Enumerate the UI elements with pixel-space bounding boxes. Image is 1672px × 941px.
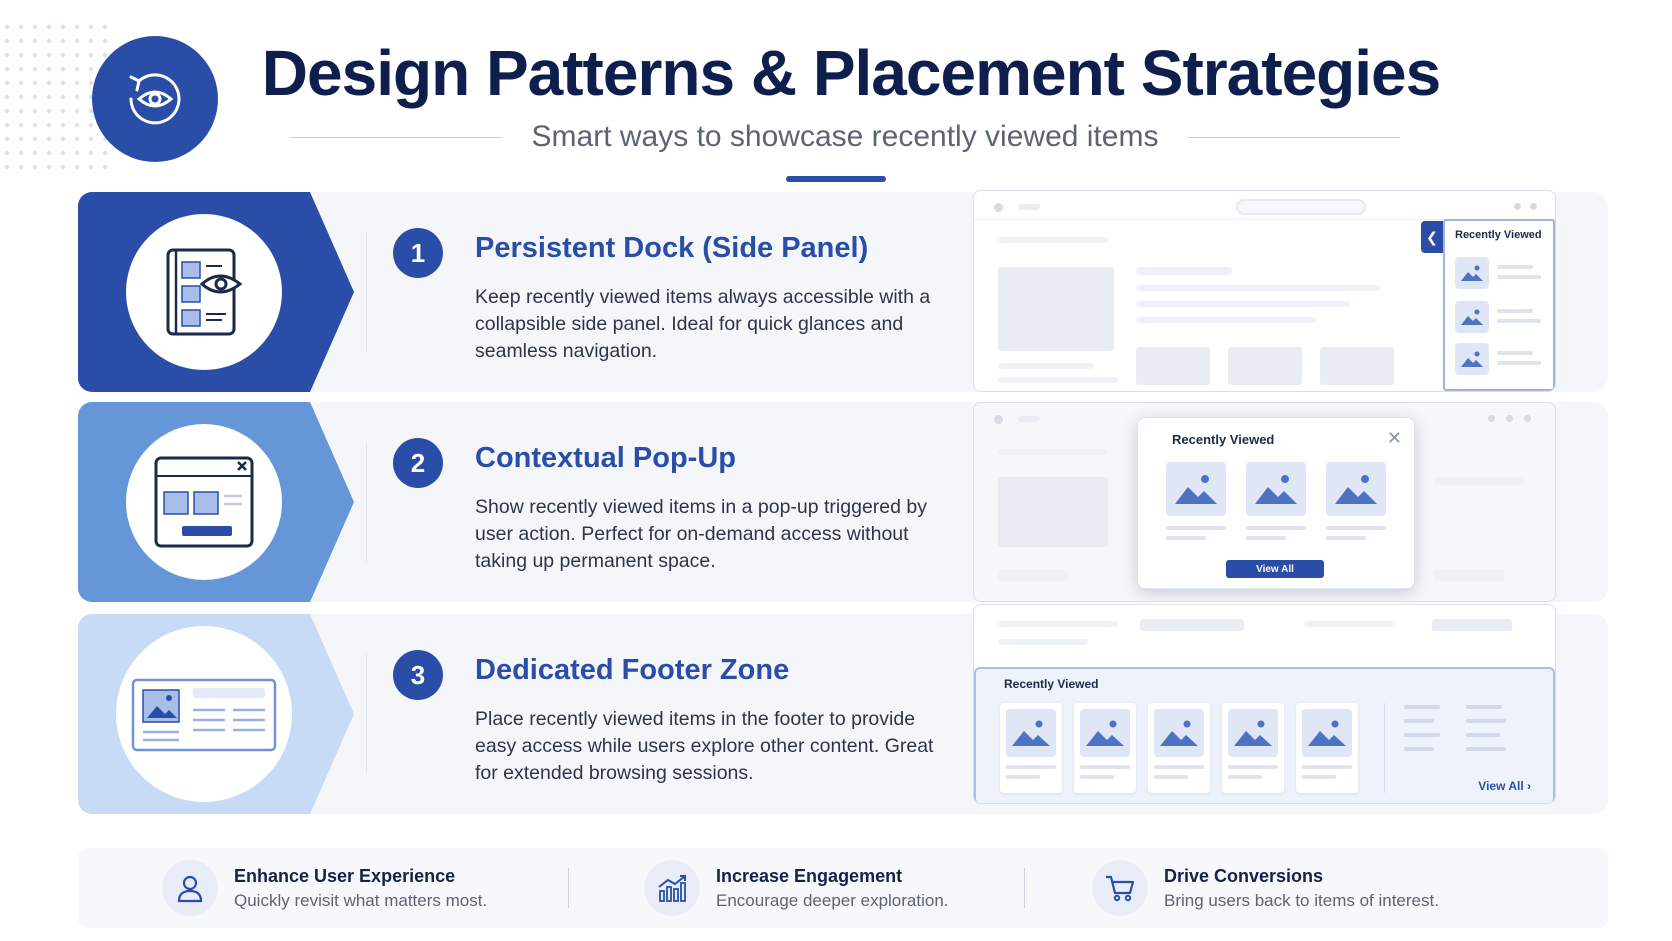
image-icon xyxy=(1455,257,1489,289)
chart-growth-icon xyxy=(644,860,700,916)
recently-viewed-popup: Recently Viewed ✕ View All xyxy=(1137,417,1415,589)
image-icon xyxy=(1455,343,1489,375)
item-card[interactable] xyxy=(1148,703,1210,793)
benefit-title: Enhance User Experience xyxy=(234,865,456,886)
footer-zone-label: Recently Viewed xyxy=(1004,677,1099,691)
subtitle-row: Smart ways to showcase recently viewed i… xyxy=(290,120,1400,154)
footer-zone-mockup: Recently Viewed xyxy=(973,604,1556,804)
benefit-item: Drive Conversions Bring users back to it… xyxy=(1092,858,1439,918)
page-subtitle: Smart ways to showcase recently viewed i… xyxy=(531,120,1159,153)
shopping-cart-icon xyxy=(1092,860,1148,916)
side-panel-label: Recently Viewed xyxy=(1455,229,1542,241)
item-card[interactable] xyxy=(1222,703,1284,793)
popup-mockup: Recently Viewed ✕ View All xyxy=(973,402,1556,602)
pattern-row-2: 2 Contextual Pop-Up Show recently viewed… xyxy=(78,402,1608,602)
close-icon[interactable]: ✕ xyxy=(1386,428,1402,448)
benefit-item: Enhance User Experience Quickly revisit … xyxy=(162,858,487,918)
page-title: Design Patterns & Placement Strategies xyxy=(261,37,1441,109)
pattern-number: 2 xyxy=(393,438,443,488)
item-card[interactable] xyxy=(1000,703,1062,793)
eye-refresh-icon xyxy=(92,36,218,162)
title-accent-bar xyxy=(786,176,886,182)
image-icon xyxy=(1246,462,1306,516)
pattern-description: Place recently viewed items in the foote… xyxy=(475,708,934,784)
item-card[interactable] xyxy=(1296,703,1358,793)
item-card[interactable] xyxy=(1074,703,1136,793)
benefit-description: Encourage deeper exploration. xyxy=(716,890,949,910)
chevron-right-icon: › xyxy=(1527,779,1531,793)
side-panel: Recently Viewed xyxy=(1443,219,1555,391)
image-icon xyxy=(1006,709,1056,757)
image-icon xyxy=(1154,709,1204,757)
subtitle-rule-left xyxy=(290,136,502,138)
image-icon xyxy=(1166,462,1226,516)
pattern-title: Dedicated Footer Zone xyxy=(475,654,790,686)
dot-pattern-decoration xyxy=(0,20,110,170)
chevron-left-icon[interactable]: ❮ xyxy=(1421,221,1443,253)
image-icon xyxy=(1080,709,1130,757)
image-icon xyxy=(1455,301,1489,333)
side-panel-eye-icon xyxy=(126,214,282,370)
side-panel-mockup: ❮ Recently Viewed xyxy=(973,190,1556,392)
benefit-title: Increase Engagement xyxy=(716,865,903,886)
pattern-number: 1 xyxy=(393,228,443,278)
footer-layout-icon xyxy=(116,626,292,802)
benefits-bar: Enhance User Experience Quickly revisit … xyxy=(78,848,1608,928)
user-icon xyxy=(162,860,218,916)
pattern-row-3: 3 Dedicated Footer Zone Place recently v… xyxy=(78,604,1608,814)
benefit-description: Bring users back to items of interest. xyxy=(1164,890,1439,910)
benefit-description: Quickly revisit what matters most. xyxy=(234,890,488,910)
footer-zone: Recently Viewed xyxy=(974,667,1555,803)
benefit-title: Drive Conversions xyxy=(1164,865,1324,886)
pattern-title: Persistent Dock (Side Panel) xyxy=(475,232,869,264)
popup-label: Recently Viewed xyxy=(1172,432,1275,447)
pattern-description: Keep recently viewed items always access… xyxy=(475,286,931,362)
subtitle-rule-right xyxy=(1188,136,1400,138)
image-icon xyxy=(1228,709,1278,757)
pattern-description: Show recently viewed items in a pop-up t… xyxy=(475,496,927,572)
image-icon xyxy=(1326,462,1386,516)
pattern-row-1: 1 Persistent Dock (Side Panel) Keep rece… xyxy=(78,190,1608,392)
view-all-button[interactable]: View All xyxy=(1226,560,1324,578)
popup-window-icon xyxy=(126,424,282,580)
pattern-title: Contextual Pop-Up xyxy=(475,442,736,474)
view-all-link[interactable]: View All › xyxy=(1478,779,1531,793)
image-icon xyxy=(1302,709,1352,757)
pattern-number: 3 xyxy=(393,650,443,700)
benefit-item: Increase Engagement Encourage deeper exp… xyxy=(644,858,949,918)
